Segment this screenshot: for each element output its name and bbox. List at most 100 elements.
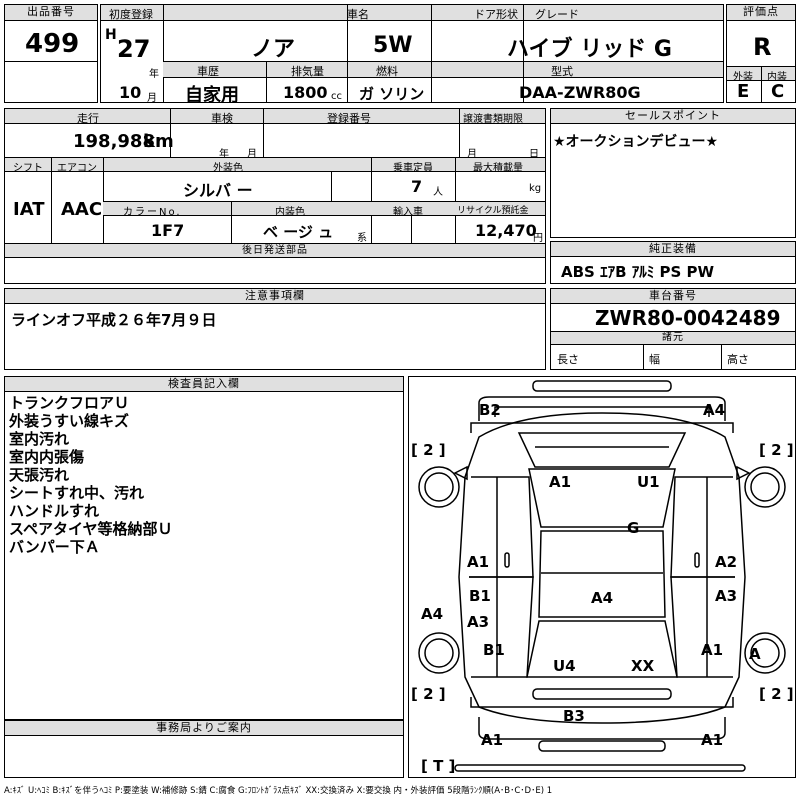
history: 自家用 — [185, 85, 239, 106]
door-label: ドア形状 — [474, 8, 518, 21]
inspector-note: シートすれ中、汚れ — [9, 484, 145, 502]
damage-mark: A4 — [421, 605, 443, 623]
lot-number-label: 出品番号 — [5, 5, 97, 21]
damage-mark: A1 — [701, 731, 723, 749]
inspector-box: 検査員記入欄 トランクフロアＵ 外装うすい線キズ 室内汚れ 室内内張傷 天張汚れ… — [4, 376, 404, 720]
transfer-month-unit: 月 — [467, 149, 477, 160]
length-label: 長さ — [557, 353, 579, 366]
shift-label: シフト — [13, 163, 43, 174]
damage-mark: A — [749, 645, 761, 663]
ext-color-label: 外装色 — [213, 163, 243, 174]
later-parts-label: 後日発送部品 — [5, 244, 545, 258]
height-label: 高さ — [727, 353, 749, 366]
recycle-unit: 円 — [533, 233, 543, 244]
reg-no-label: 登録番号 — [327, 112, 371, 125]
damage-mark: A3 — [715, 587, 737, 605]
displacement: 1800 — [283, 83, 328, 102]
vehicle-detail-box: 走行 車検 登録番号 譲渡書類期限 198,988 km 年 月 月 日 シフト… — [4, 108, 546, 284]
displacement-label: 排気量 — [291, 65, 324, 78]
damage-mark: A1 — [549, 473, 571, 491]
capacity: 7 — [411, 177, 423, 196]
month-unit: 月 — [147, 93, 157, 104]
max-load-unit: kg — [529, 183, 542, 194]
chassis-label: 車台番号 — [551, 289, 795, 304]
inspector-note: 室内内張傷 — [9, 448, 85, 466]
int-color: ベ ージ ュ — [263, 223, 334, 241]
equipment-text: ABS ｴｱB ｱﾙﾐ PS PW — [561, 263, 715, 281]
first-reg-month: 10 — [119, 83, 142, 102]
inspector-note: スペアタイヤ等格納部Ｕ — [9, 520, 173, 538]
damage-mark: G — [627, 519, 639, 537]
mileage-label: 走行 — [77, 112, 99, 125]
car-diagram: B2 A4 A1 U1 G A1 A2 B1 A4 A3 A3 A4 B1 U4… — [411, 380, 794, 775]
equipment-label: 純正装備 — [551, 242, 795, 257]
exterior-grade: E — [737, 81, 750, 102]
caution-text: ラインオフ平成２６年7月９日 — [11, 311, 217, 329]
model-label: 型式 — [551, 65, 573, 78]
first-reg-label: 初度登録 — [109, 8, 153, 21]
inspector-note: ハンドルすれ — [9, 502, 100, 520]
int-color-unit: 系 — [357, 233, 367, 244]
score: R — [753, 33, 772, 61]
exterior-label: 外装 — [733, 72, 753, 83]
car-diagram-box: B2 A4 A1 U1 G A1 A2 B1 A4 A3 A3 A4 B1 U4… — [408, 376, 796, 778]
legend: A:ｷｽﾞ U:ﾍｺﾐ B:ｷｽﾞを伴うﾍｺﾐ P:要塗装 W:補修跡 S:錆 … — [4, 786, 553, 796]
sales-point-box: セールスポイント ★オークションデビュー★ — [550, 108, 796, 238]
transfer-label: 譲渡書類期限 — [463, 114, 523, 125]
model: DAA-ZWR80G — [519, 83, 641, 102]
office-label: 事務局よりご案内 — [5, 721, 403, 736]
damage-mark: A4 — [703, 401, 725, 419]
width-label: 幅 — [649, 353, 660, 366]
equipment-box: 純正装備 ABS ｴｱB ｱﾙﾐ PS PW — [550, 241, 796, 284]
fuel: ガ ソリン — [359, 85, 425, 103]
interior-label: 内装 — [767, 72, 787, 83]
damage-mark: U1 — [637, 473, 660, 491]
damage-mark: A4 — [591, 589, 613, 607]
caution-box: 注意事項欄 ラインオフ平成２６年7月９日 — [4, 288, 546, 370]
tyre-mark: [ 2 ] — [411, 441, 446, 459]
damage-mark: B1 — [469, 587, 491, 605]
score-label: 評価点 — [727, 5, 795, 21]
grade: ハイブ リッド G — [507, 37, 672, 62]
damage-mark: A1 — [481, 731, 503, 749]
capacity-label: 乗車定員 — [393, 163, 433, 174]
shift: IAT — [13, 199, 45, 220]
car-name: ノア — [251, 37, 296, 62]
sales-point-text: ★オークションデビュー★ — [553, 134, 719, 150]
dims-label: 諸元 — [551, 332, 795, 345]
fuel-label: 燃料 — [376, 65, 398, 78]
lot-number: 499 — [25, 29, 80, 59]
damage-mark: A1 — [467, 553, 489, 571]
ac: AAC — [61, 199, 103, 220]
score-box: 評価点 R 外装 内装 E C — [726, 4, 796, 103]
recycle-label: リサイクル預託金 — [457, 206, 529, 216]
import-label: 輸入車 — [393, 207, 423, 218]
color-no-label: カラーNo. — [123, 207, 182, 218]
inspector-note: バンパー下Ａ — [9, 538, 100, 556]
inspection-month-unit: 月 — [247, 149, 257, 160]
inspector-note: 外装うすい線キズ — [9, 412, 130, 430]
mileage: 198,988 — [73, 131, 155, 152]
tyre-mark: [ 2 ] — [411, 685, 446, 703]
mileage-unit: km — [143, 131, 174, 152]
damage-mark: XX — [631, 657, 655, 675]
era: H — [105, 27, 117, 43]
transfer-day-unit: 日 — [529, 149, 539, 160]
tyre-mark: [ 2 ] — [759, 441, 794, 459]
damage-mark: B2 — [479, 401, 501, 419]
inspection-label: 車検 — [211, 112, 233, 125]
vehicle-header-box: 初度登録 車名 — [100, 4, 724, 106]
damage-mark: A2 — [715, 553, 737, 571]
int-color-label: 内装色 — [275, 207, 305, 218]
door-type: 5W — [373, 33, 413, 58]
inspection-year-unit: 年 — [219, 149, 229, 160]
history-label: 車歴 — [197, 65, 219, 78]
ext-color: シルバ ー — [183, 181, 253, 200]
ac-label: エアコン — [57, 163, 97, 174]
lot-number-box: 出品番号 499 — [4, 4, 98, 103]
inspector-label: 検査員記入欄 — [5, 377, 403, 392]
recycle-amount: 12,470 — [475, 221, 537, 240]
damage-mark: B3 — [563, 707, 585, 725]
color-no: 1F7 — [151, 221, 185, 240]
caution-label: 注意事項欄 — [5, 289, 545, 304]
